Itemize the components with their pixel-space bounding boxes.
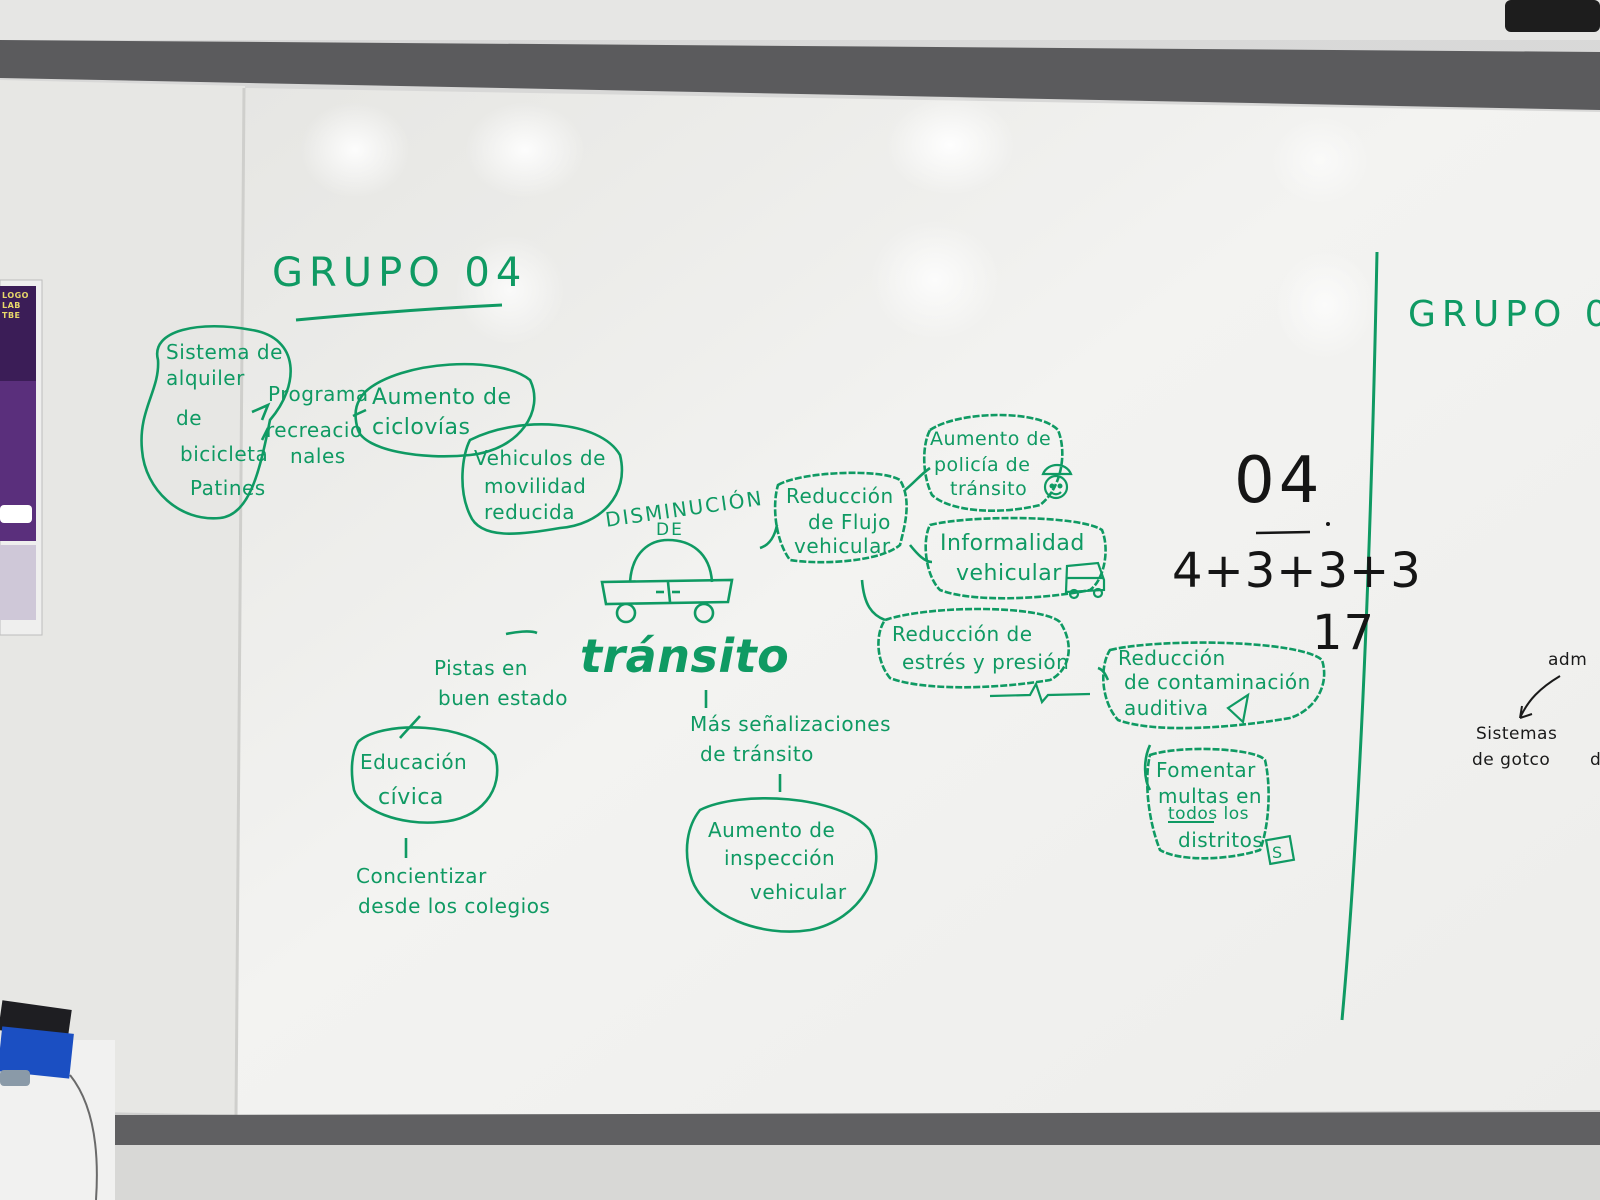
node-informalidad-2: vehicular (956, 561, 1062, 586)
score-number: 04 (1234, 444, 1324, 518)
node-sistema-2: alquiler (166, 366, 245, 390)
score-total: 17 (1312, 605, 1376, 661)
node-policia-2: policía de (934, 454, 1031, 476)
node-sistema-3: de (176, 406, 202, 430)
bubbles (140, 324, 1326, 933)
connectors (251, 402, 1152, 858)
right-note-1: adm (1548, 650, 1588, 670)
right-note-3: de gotco (1472, 750, 1551, 770)
money-icon: S (1264, 834, 1296, 866)
node-flujo-3: vehicular (794, 534, 891, 558)
node-estres-2: estrés y presión (902, 650, 1070, 674)
node-flujo-2: de Flujo (808, 510, 891, 534)
node-multas-3: todos los (1168, 804, 1249, 824)
light-glare (300, 102, 410, 198)
node-informalidad-1: Informalidad (940, 531, 1085, 556)
car-icon (600, 538, 734, 624)
camera-device (1505, 0, 1600, 32)
poster-line-2: LAB (2, 301, 21, 310)
police-face-icon (1041, 463, 1073, 500)
node-programas-1: Programa (268, 382, 369, 406)
node-contaminacion-3: auditiva (1124, 696, 1209, 720)
node-contaminacion-1: Reducción (1118, 646, 1226, 670)
node-policia-1: Aumento de (930, 428, 1052, 450)
node-ciclovias-1: Aumento de (372, 385, 512, 410)
node-pistas-2: buen estado (438, 686, 568, 710)
bubble-vehiculos (461, 423, 624, 535)
bubble-estres (877, 607, 1070, 689)
poster-line-3: TBE (2, 311, 21, 320)
score-underline (1255, 530, 1311, 535)
node-sistema-1: Sistema de (166, 340, 283, 364)
node-inspeccion-2: inspección (724, 846, 836, 870)
node-contaminacion-2: de contaminación (1124, 670, 1311, 694)
node-flujo-1: Reducción (786, 484, 894, 508)
node-senalizaciones-1: Más señalizaciones (690, 712, 892, 736)
node-senalizaciones-2: de tránsito (700, 742, 814, 766)
frame-top-rail (0, 40, 1600, 110)
node-ciclovias-2: ciclovías (372, 415, 471, 440)
node-inspeccion-3: vehicular (750, 880, 847, 904)
bubble-ciclovias (354, 362, 536, 458)
node-programas-2: recreacio (266, 418, 363, 442)
node-multas-2: multas en (1158, 784, 1263, 808)
node-concientizar-2: desde los colegios (358, 894, 551, 918)
frame-bottom-tray (110, 1112, 1600, 1152)
board-title: GRUPO 04 (272, 250, 528, 296)
right-note-2: Sistemas (1476, 724, 1558, 744)
center-title-word: tránsito (580, 629, 790, 683)
divider-line (1340, 251, 1379, 1021)
bubble-policia (922, 413, 1064, 513)
whiteboard (235, 88, 1600, 1117)
right-board-title: GRUPO 0 (1408, 294, 1600, 335)
score-sum: 4+3+3+3 (1172, 543, 1422, 599)
node-vehiculos-2: movilidad (484, 474, 587, 498)
node-concientizar-1: Concientizar (356, 864, 487, 888)
right-note-4: d (1590, 750, 1600, 770)
node-sistema-5: Patines (190, 476, 266, 500)
left-board-panel (0, 80, 245, 1115)
node-vehiculos-3: reducida (484, 500, 575, 524)
node-vehiculos-1: Vehiculos de (474, 446, 606, 470)
node-sistema-4: bicicleta (180, 442, 269, 466)
node-programas-3: nales (290, 444, 346, 468)
bubble-sistema (140, 324, 292, 520)
node-multas-4: distritos (1178, 828, 1264, 852)
node-policia-3: tránsito (950, 478, 1028, 500)
poster-line-1: LOGO (2, 291, 29, 300)
bubble-flujo (773, 471, 908, 564)
megaphone-icon (1226, 692, 1250, 725)
node-pistas-1: Pistas en (434, 656, 528, 680)
node-estres-1: Reducción de (892, 622, 1033, 646)
node-multas-1: Fomentar (1156, 758, 1256, 782)
bubble-multas (1145, 747, 1270, 860)
van-icon (1064, 561, 1106, 600)
bubble-inspeccion (685, 797, 878, 933)
node-educacion-1: Educación (360, 750, 468, 774)
node-inspeccion-1: Aumento de (708, 818, 836, 842)
bubble-educacion (350, 726, 499, 824)
center-title-de: DE (656, 520, 684, 540)
blue-box (0, 1026, 74, 1079)
node-educacion-2: cívica (378, 785, 444, 810)
svg-text:S: S (1272, 843, 1282, 862)
arrow-icon (1519, 675, 1561, 719)
bubble-contaminacion (1101, 641, 1326, 730)
heartbeat-icon (989, 681, 1091, 705)
